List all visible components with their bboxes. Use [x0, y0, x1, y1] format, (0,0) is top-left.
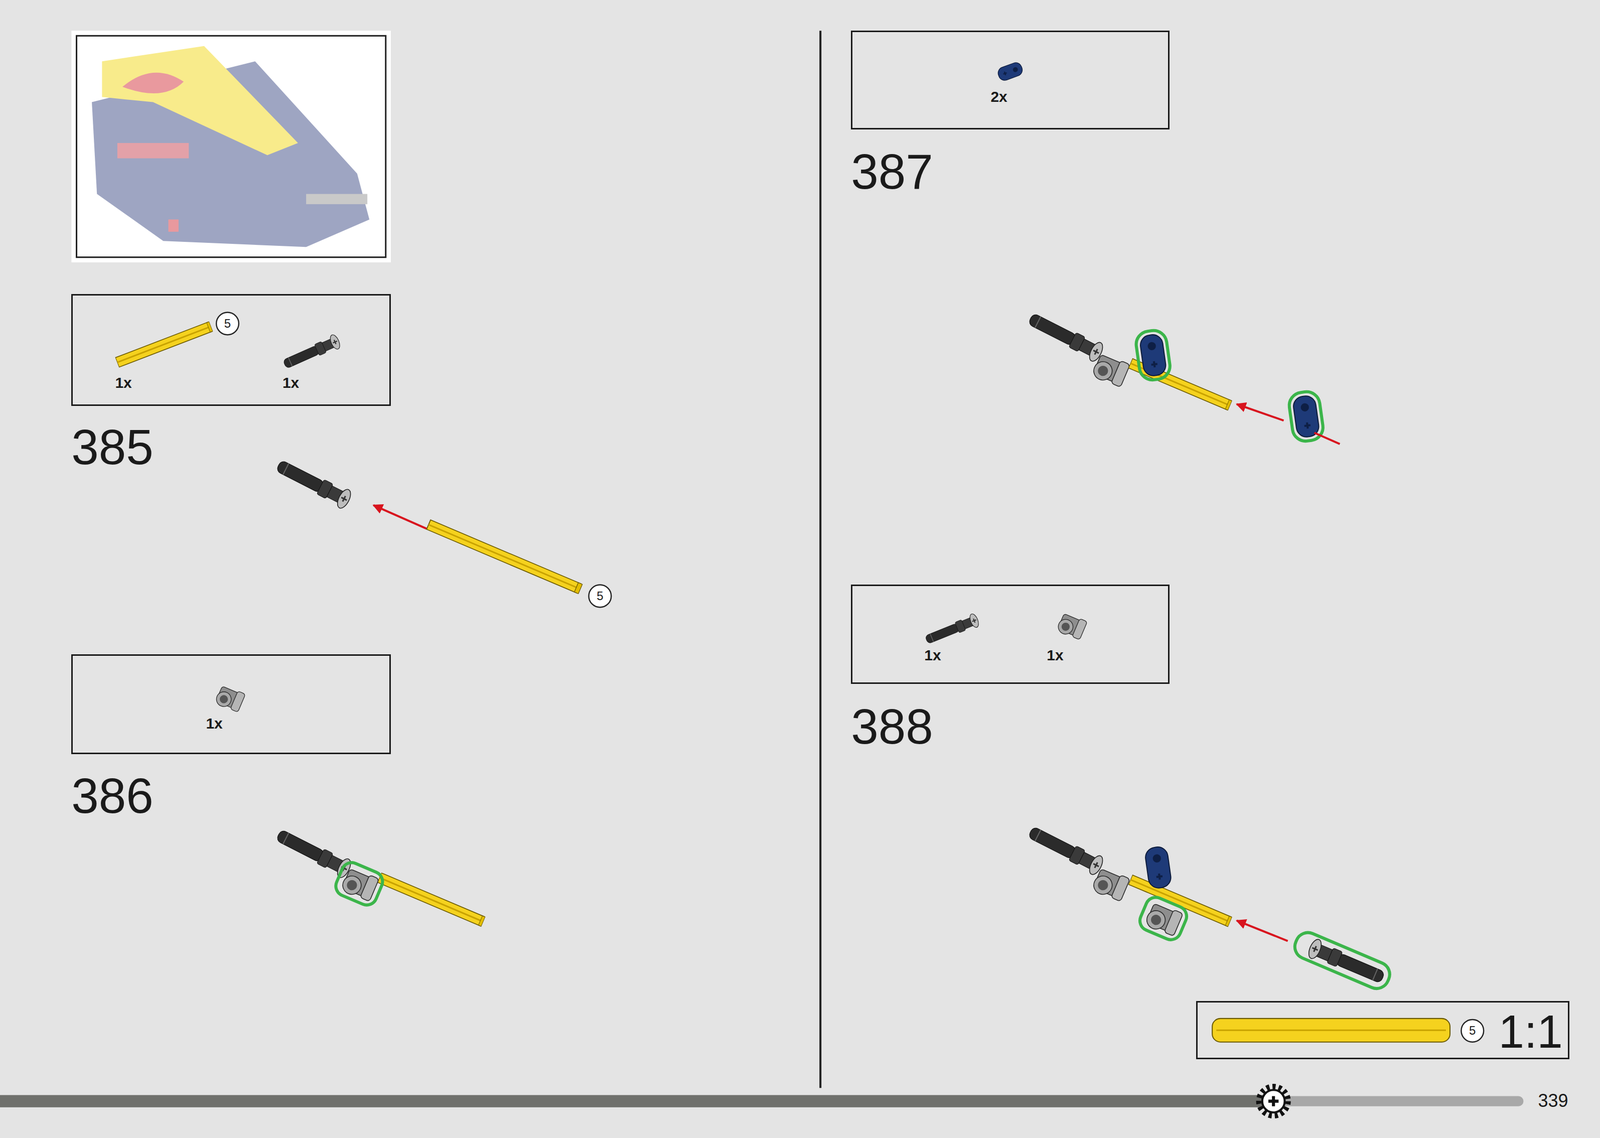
scale-ratio: 1:1 [1498, 1008, 1563, 1055]
callout-number: 5 [596, 590, 604, 603]
page-number: 339 [1537, 1091, 1568, 1110]
parts-box: 5 1x 1x [71, 294, 391, 407]
quantity: 1x [114, 375, 132, 391]
parts-box: 1x 1x [850, 584, 1170, 684]
quantity: 2x [990, 89, 1007, 105]
parts-box: 1x [71, 654, 391, 755]
callout-number: 5 [224, 317, 231, 330]
quantity: 1x [205, 715, 223, 732]
step-number: 388 [850, 701, 934, 752]
quantity: 1x [1046, 647, 1064, 663]
step-number: 387 [850, 147, 934, 197]
parts-box: 2x [850, 30, 1170, 130]
scale-box: 5 1:1 [1196, 1000, 1570, 1060]
quantity: 1x [924, 647, 941, 663]
quantity: 1x [282, 375, 300, 391]
step-number: 386 [71, 771, 154, 821]
callout-number: 5 [1469, 1024, 1476, 1037]
step-number: 385 [71, 422, 154, 472]
